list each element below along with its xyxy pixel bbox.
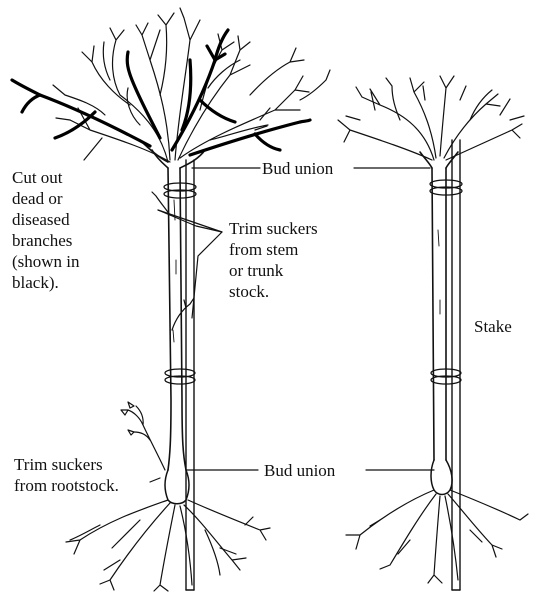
stem-sucker [152, 192, 194, 330]
right-crown-branches [338, 76, 524, 160]
right-stake [452, 140, 460, 590]
label-stake: Stake [474, 316, 512, 337]
leader-lines [84, 138, 434, 482]
label-line: Trim suckers [14, 454, 119, 475]
right-trunk [432, 168, 446, 460]
label-line: dead or [12, 188, 80, 209]
leader-trim-stem-2 [158, 210, 222, 232]
label-trim-suckers-rootstock: Trim suckers from rootstock. [14, 454, 119, 496]
label-line: Cut out [12, 167, 80, 188]
leader-cut-out [84, 138, 102, 160]
left-roots [66, 500, 270, 591]
label-line: (shown in [12, 251, 80, 272]
label-line: diseased [12, 209, 80, 230]
right-roots [346, 490, 528, 583]
leader-trim-root [150, 478, 160, 482]
label-line: branches [12, 230, 80, 251]
leader-trim-stem [158, 210, 222, 318]
label-bud-union-bottom: Bud union [264, 460, 335, 481]
label-bud-union-top: Bud union [262, 158, 333, 179]
label-cut-out-dead-branches: Cut out dead or diseased branches (shown… [12, 167, 80, 293]
label-line: Trim suckers [229, 218, 318, 239]
label-line: black). [12, 272, 80, 293]
label-trim-suckers-stem: Trim suckers from stem or trunk stock. [229, 218, 318, 302]
label-line: from rootstock. [14, 475, 119, 496]
label-line: from stem [229, 239, 318, 260]
label-line: stock. [229, 281, 318, 302]
rootstock-sucker [121, 402, 165, 470]
right-bud-union-lower [431, 460, 452, 495]
label-line: or trunk [229, 260, 318, 281]
